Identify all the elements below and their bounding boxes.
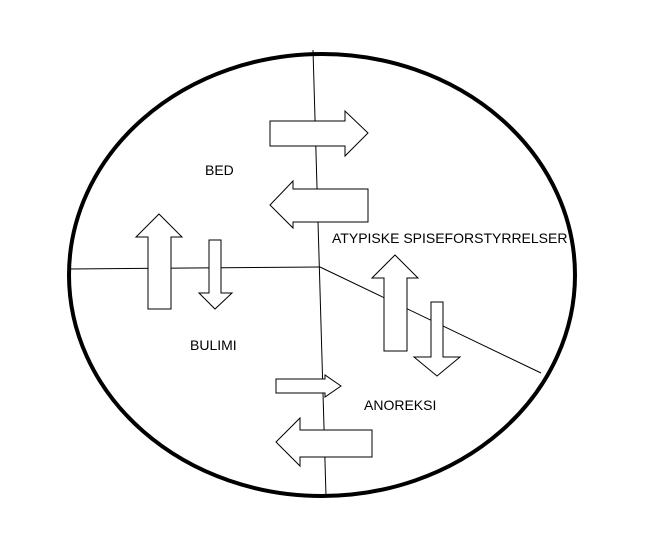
down-arrow-icon [197, 239, 234, 310]
right-arrow-icon [269, 109, 369, 158]
left-arrow-icon [275, 416, 373, 468]
right-arrow-icon [275, 374, 342, 398]
down-arrow-icon [412, 301, 462, 377]
label-anoreksi: ANOREKSI [364, 397, 436, 413]
up-arrow-icon [134, 213, 184, 310]
up-arrow-icon [370, 254, 420, 352]
label-bed: BED [205, 162, 234, 178]
outer-ellipse [67, 52, 577, 498]
label-bulimi: BULIMI [190, 337, 237, 353]
left-arrow-icon [269, 179, 369, 230]
label-atypiske-spiseforstyrrelser: ATYPISKE SPISEFORSTYRRELSER [332, 230, 567, 246]
divider-vertical [312, 49, 327, 497]
divider-horizontal [68, 266, 321, 270]
